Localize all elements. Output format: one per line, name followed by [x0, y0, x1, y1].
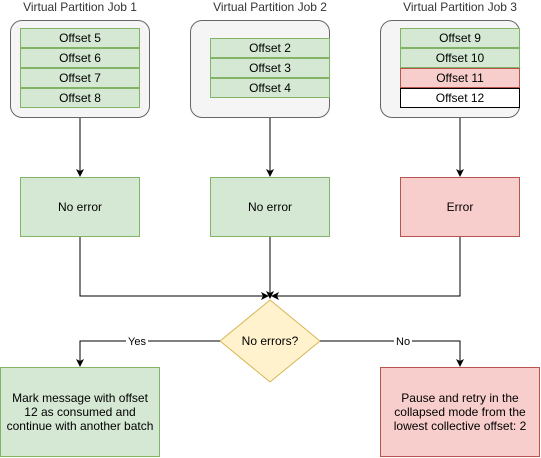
edge-no: [320, 340, 464, 367]
edge-result1-decision: [79, 237, 269, 300]
offset-cell: Offset 3: [210, 58, 330, 78]
job-title-1: Virtual Partition Job 1: [23, 0, 137, 14]
decision-label: No errors?: [241, 334, 299, 348]
offset-cell: Offset 10: [400, 48, 520, 68]
yes-label: Yes: [126, 336, 148, 348]
offset-cell: Offset 2: [210, 38, 330, 58]
result-box-1: No error: [20, 177, 140, 237]
edge-yes: [76, 340, 220, 367]
offset-cell-pending: Offset 12: [400, 88, 520, 108]
offset-cell: Offset 5: [20, 28, 140, 48]
result-box-2: No error: [210, 177, 330, 237]
offset-cell-error: Offset 11: [400, 68, 520, 88]
offset-cell: Offset 9: [400, 28, 520, 48]
offset-cell: Offset 6: [20, 48, 140, 68]
job-container-2: Offset 2 Offset 3 Offset 4: [190, 20, 330, 118]
job-container-1: Offset 5 Offset 6 Offset 7 Offset 8: [10, 20, 150, 118]
outcome-yes-box: Mark message with offset 12 as consumed …: [0, 367, 160, 457]
offset-cell: Offset 7: [20, 68, 140, 88]
offset-cell: Offset 8: [20, 88, 140, 108]
result-box-3: Error: [400, 177, 520, 237]
job-title-2: Virtual Partition Job 2: [213, 0, 327, 14]
job-title-3: Virtual Partition Job 3: [403, 0, 517, 14]
offset-cell: Offset 4: [210, 78, 330, 98]
decision-diamond: [219, 299, 321, 383]
job-container-3: Offset 9 Offset 10 Offset 11 Offset 12: [380, 20, 520, 118]
outcome-no-box: Pause and retry in the collapsed mode fr…: [380, 367, 540, 457]
no-label: No: [394, 336, 413, 348]
edge-result3-decision: [271, 237, 461, 300]
